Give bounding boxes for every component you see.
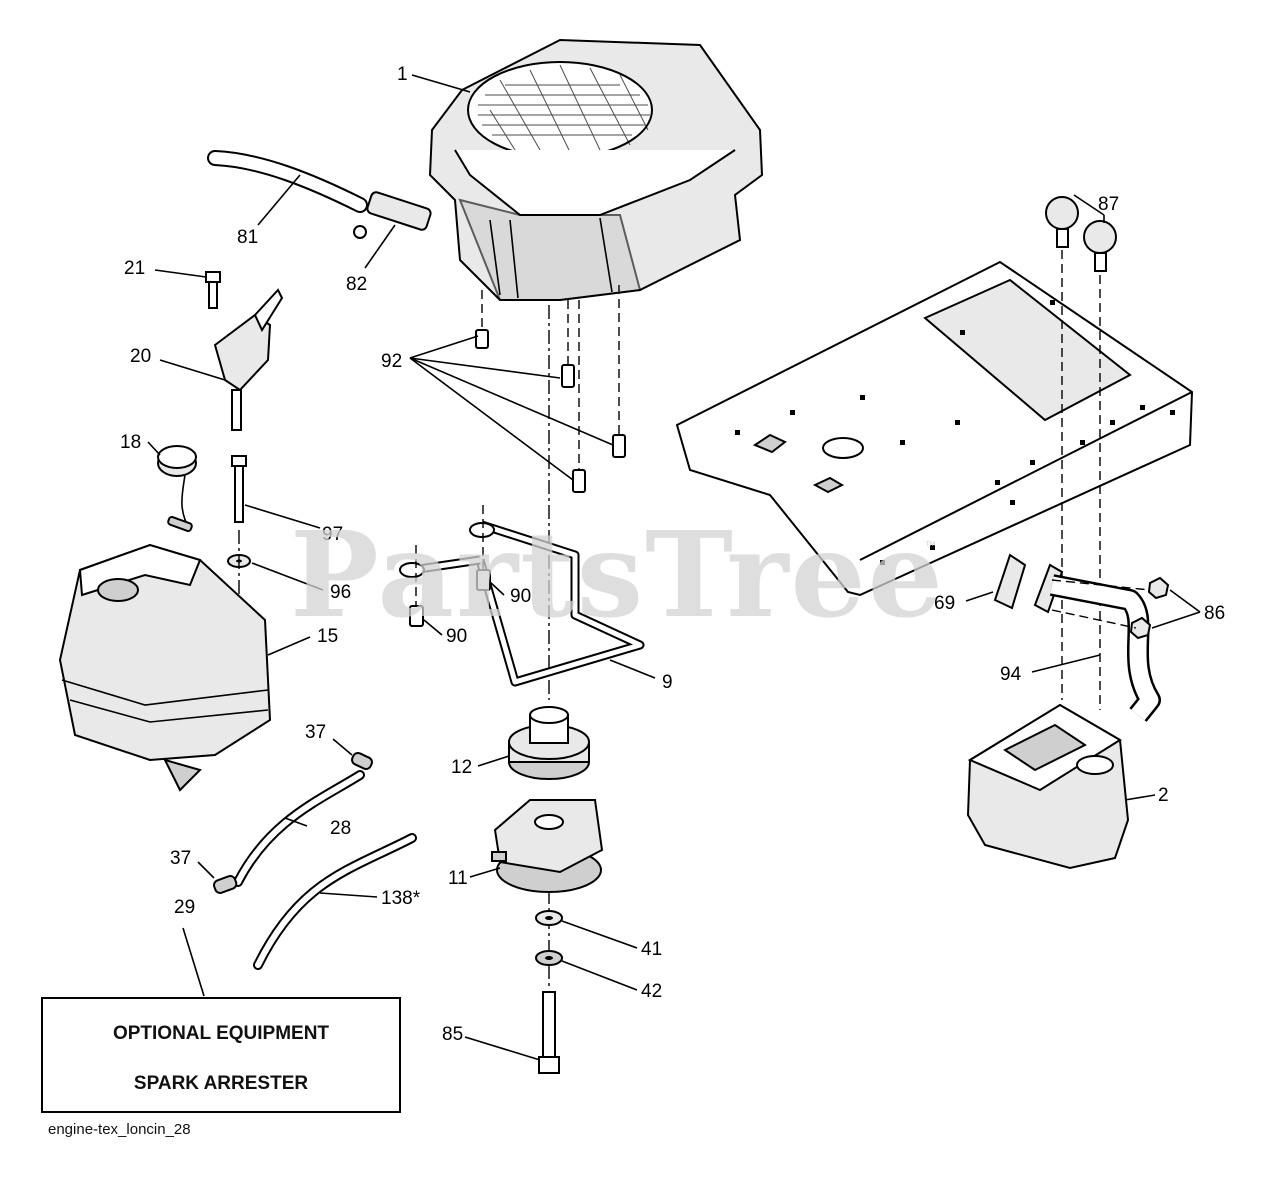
optional-equipment-label: OPTIONAL EQUIPMENT (112, 1023, 330, 1044)
callout-81[interactable]: 81 (237, 227, 258, 248)
washer-part-42[interactable] (535, 950, 563, 966)
throttle-control-part-20[interactable] (213, 288, 284, 431)
callout-15[interactable]: 15 (317, 626, 338, 647)
screw-part-21[interactable] (205, 271, 221, 309)
callout-138[interactable]: 138* (381, 888, 421, 909)
bolt-part-87[interactable] (1045, 196, 1117, 272)
callout-41[interactable]: 41 (641, 939, 662, 960)
diagram-caption: engine-tex_loncin_28 (48, 1121, 191, 1138)
gasket-part-69[interactable] (993, 553, 1064, 614)
callout-1[interactable]: 1 (397, 64, 408, 85)
hose-clamp-part-37-upper[interactable] (350, 751, 373, 771)
muffler-part-2[interactable] (966, 703, 1130, 870)
callout-9[interactable]: 9 (662, 672, 673, 693)
callout-90-lower[interactable]: 90 (446, 626, 467, 647)
screw-part-97[interactable] (231, 455, 247, 523)
callout-42[interactable]: 42 (641, 981, 662, 1002)
chassis-frame (675, 260, 1194, 597)
bolt-part-85[interactable] (538, 991, 560, 1074)
callout-85[interactable]: 85 (442, 1024, 463, 1045)
callout-87[interactable]: 87 (1098, 194, 1119, 215)
fuel-filter-part-82[interactable] (353, 191, 432, 239)
callout-labels: 1 81 82 21 20 92 18 97 96 15 90 90 9 37 … (120, 64, 1225, 1045)
bolt-part-92[interactable] (475, 329, 626, 493)
washer-part-41[interactable] (535, 910, 563, 926)
spark-arrester-label: SPARK ARRESTER (133, 1073, 309, 1094)
bracket-rod-part-9[interactable] (399, 520, 645, 687)
engine-part-1[interactable] (428, 38, 764, 301)
pulley-part-12[interactable] (508, 706, 590, 780)
callout-92[interactable]: 92 (381, 351, 402, 372)
callout-11[interactable]: 11 (448, 868, 468, 889)
callout-86[interactable]: 86 (1204, 603, 1225, 624)
electric-clutch-part-11[interactable] (491, 799, 604, 893)
callout-37-lower[interactable]: 37 (170, 848, 191, 869)
callout-97[interactable]: 97 (322, 524, 343, 545)
callout-20[interactable]: 20 (130, 346, 151, 367)
nut-part-86[interactable] (1129, 576, 1170, 640)
callout-28[interactable]: 28 (330, 818, 351, 839)
callout-18[interactable]: 18 (120, 432, 141, 453)
callout-29[interactable]: 29 (174, 897, 195, 918)
callout-69[interactable]: 69 (934, 593, 955, 614)
trademark-symbol: ™ (925, 540, 936, 552)
callout-96[interactable]: 96 (330, 582, 351, 603)
leader-lines (147, 74, 1201, 1061)
callout-37-upper[interactable]: 37 (305, 722, 326, 743)
callout-2[interactable]: 2 (1158, 785, 1169, 806)
callout-21[interactable]: 21 (124, 258, 145, 279)
callout-94[interactable]: 94 (1000, 664, 1022, 685)
fuel-tank-part-15[interactable] (58, 543, 272, 792)
callout-12[interactable]: 12 (451, 757, 472, 778)
optional-equipment-box: OPTIONAL EQUIPMENT SPARK ARRESTER (41, 997, 401, 1113)
hose-clamp-part-37-lower[interactable] (213, 875, 238, 895)
callout-90-upper[interactable]: 90 (510, 586, 531, 607)
callout-82[interactable]: 82 (346, 274, 367, 295)
bolt-part-90[interactable] (409, 569, 491, 627)
fuel-cap-part-18[interactable] (157, 445, 197, 533)
